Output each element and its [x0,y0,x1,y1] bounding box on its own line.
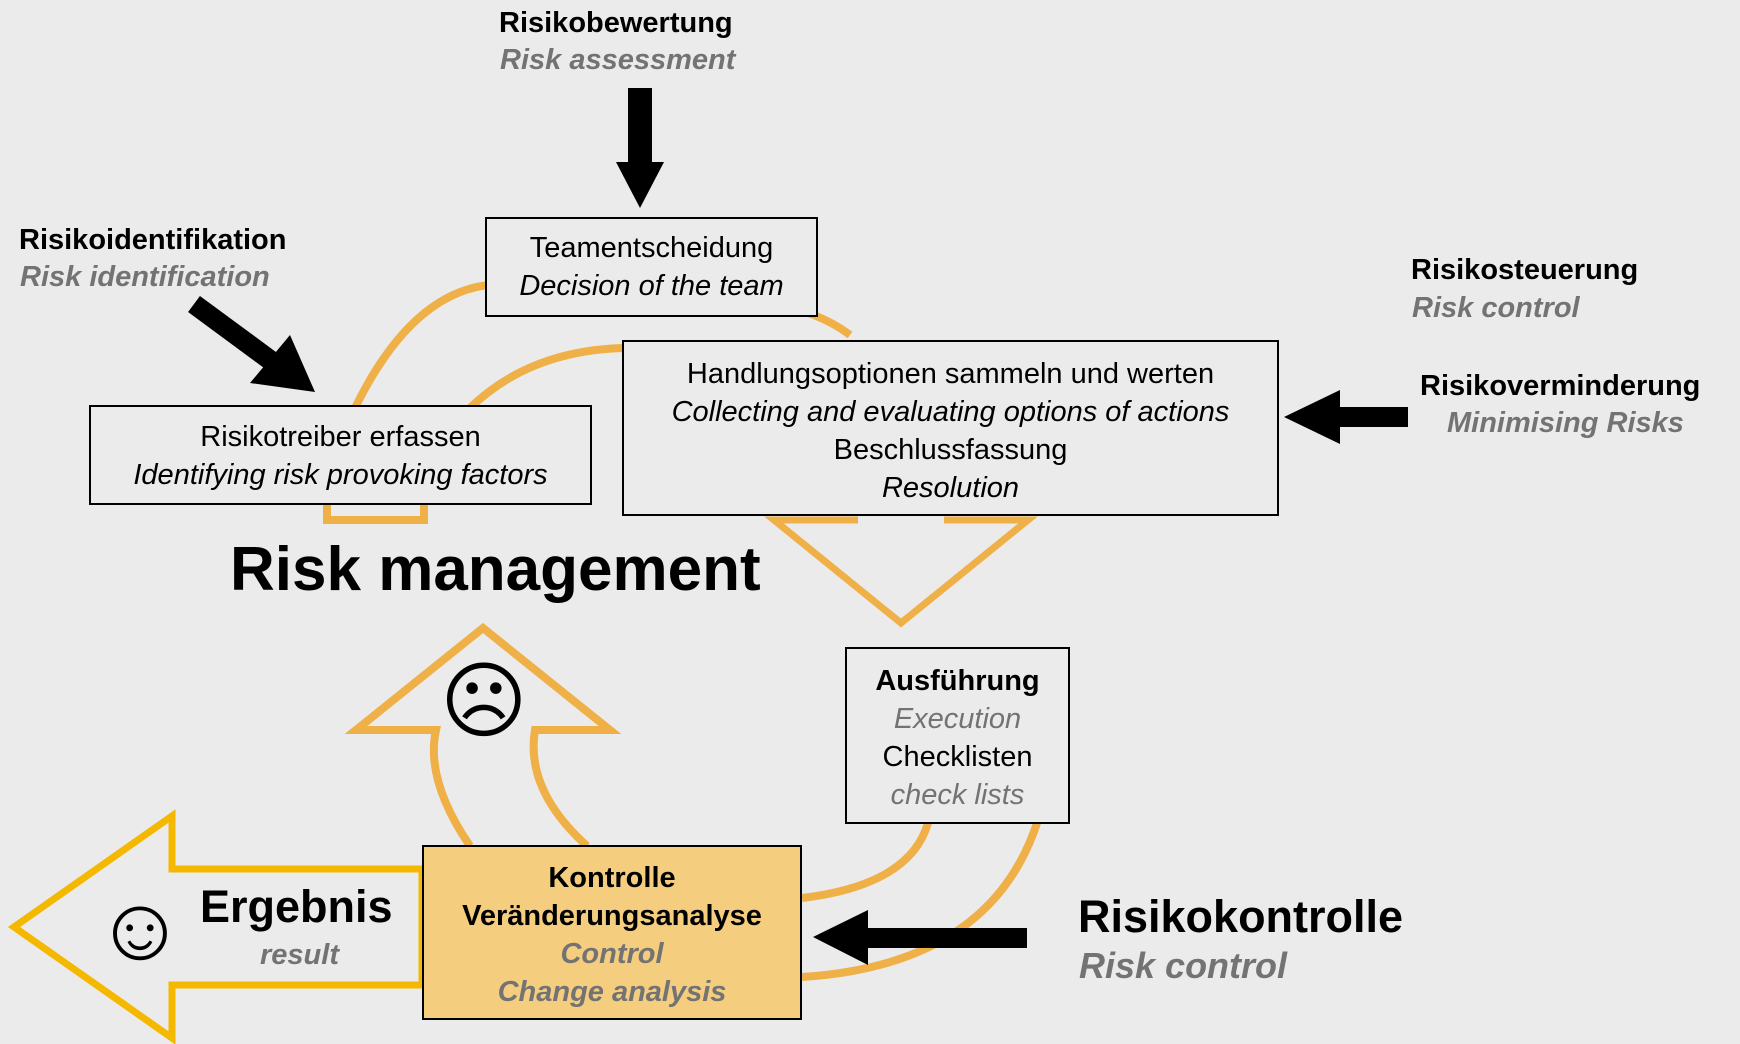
control-label: Risikokontrolle [1078,891,1404,942]
team-box-line2: Decision of the team [519,270,784,302]
execution-box-line4: check lists [890,779,1025,811]
assessment-label-en: Risk assessment [500,44,736,76]
control-box-line2: Veränderungsanalyse [462,900,762,932]
control-box-line4: Change analysis [497,976,727,1008]
sad-face-icon: ☹ [440,654,528,748]
risk-drivers-box: Risikotreiber erfassen Identifying risk … [89,405,592,505]
cycle-stub [323,502,428,524]
drivers-box-line1: Risikotreiber erfassen [200,421,481,453]
execution-box: Ausführung Execution Checklisten check l… [845,647,1070,824]
execution-box-line2: Execution [893,703,1022,735]
execution-box-line3: Checklisten [882,741,1033,773]
cycle-arc-exec-inner [801,821,932,902]
cycle-inner-arc [467,344,626,411]
steering-label: Risikosteuerung [1411,254,1639,286]
steering-label-en: Risk control [1412,292,1580,324]
execution-box-line1: Ausführung [875,665,1040,697]
control-box-line3: Control [560,938,664,970]
options-box-line3: Beschlussfassung [833,434,1068,466]
options-box-line1: Handlungsoptionen sammeln und werten [686,358,1215,390]
result-label: Ergebnis [200,881,393,932]
options-box-line2: Collecting and evaluating options of act… [671,396,1230,428]
team-box-line1: Teamentscheidung [529,232,774,264]
action-options-box: Handlungsoptionen sammeln und werten Col… [622,340,1279,516]
happy-face-icon: ☺ [94,879,186,979]
up-arrow [344,622,622,849]
control-analysis-box: Kontrolle Veränderungsanalyse Control Ch… [422,845,802,1020]
identification-label: Risikoidentifikation [19,224,287,256]
cycle-down-arrow [764,516,1038,628]
result-label-en: result [260,939,339,971]
drivers-box-line2: Identifying risk provoking factors [133,459,548,491]
page-title: Risk management [230,535,761,604]
team-decision-box: Teamentscheidung Decision of the team [485,217,818,317]
control-box-line1: Kontrolle [548,862,676,894]
reduction-label-en: Minimising Risks [1447,407,1684,439]
assessment-label: Risikobewertung [499,7,733,39]
identification-label-en: Risk identification [20,261,270,293]
result-arrow [7,809,426,1044]
reduction-label: Risikoverminderung [1420,370,1701,402]
black-arrows [188,88,1408,965]
options-box-line4: Resolution [881,472,1020,504]
control-label-en: Risk control [1079,945,1288,986]
